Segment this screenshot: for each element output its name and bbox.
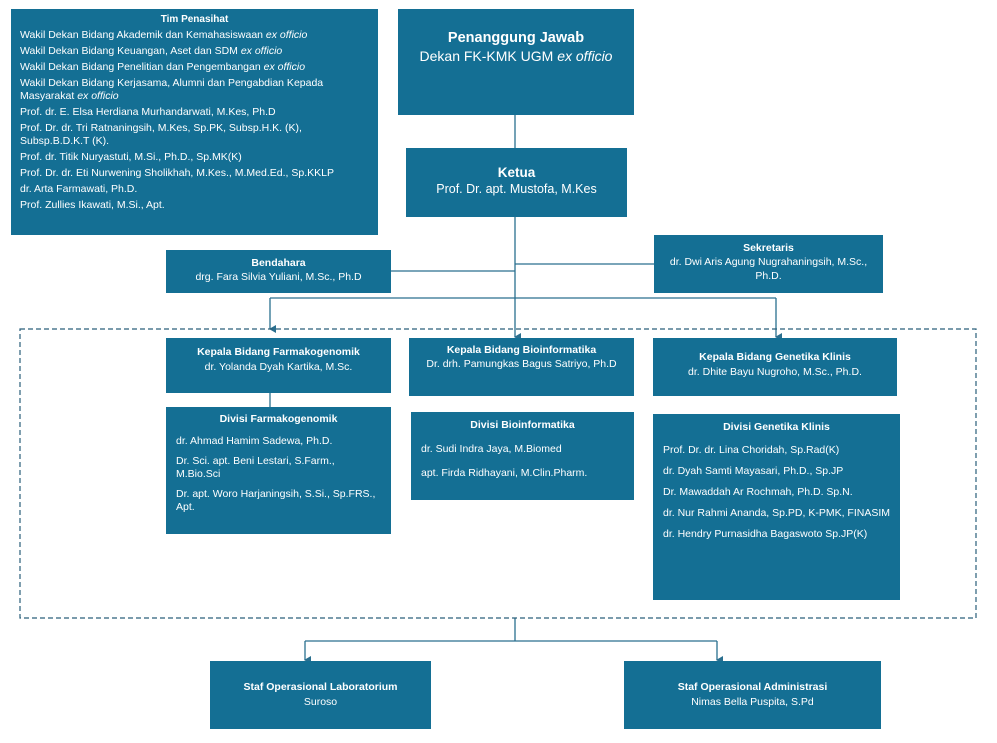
secretary-box: Sekretaris dr. Dwi Aris Agung Nugrahanin… — [654, 235, 883, 293]
responsible-title: Penanggung Jawab — [447, 30, 585, 46]
advisor-item: Prof. Zullies Ikawati, M.Si., Apt. — [20, 199, 165, 211]
head-bioinformatika-name: Dr. drh. Pamungkas Bagus Satriyo, Ph.D — [426, 358, 617, 370]
division-bioinformatika-box: Divisi Bioinformatika dr. Sudi Indra Jay… — [411, 412, 634, 500]
chair-box: Ketua Prof. Dr. apt. Mustofa, M.Kes — [406, 148, 627, 217]
division-genetika-members: Prof. Dr. dr. Lina Choridah, Sp.Rad(K) dr… — [663, 444, 890, 541]
advisor-item: Wakil Dekan Bidang Penelitian dan Pengem… — [20, 61, 306, 73]
division-genetika-box: Divisi Genetika Klinis Prof. Dr. dr. Lin… — [653, 414, 900, 600]
division-bioinformatika-members: dr. Sudi Indra Jaya, M.Biomed apt. Firda … — [421, 443, 624, 480]
treasurer-name: drg. Fara Silvia Yuliani, M.Sc., Ph.D — [195, 271, 362, 283]
advisor-item: Prof. Dr. dr. Tri Ratnaningsih, M.Kes, S… — [20, 122, 302, 147]
advisor-item: Prof. dr. E. Elsa Herdiana Murhandarwati… — [20, 106, 276, 118]
division-member: Dr. Mawaddah Ar Rochmah, Ph.D. Sp.N. — [663, 486, 853, 498]
advisor-item: Prof. Dr. dr. Eti Nurwening Sholikhah, M… — [20, 167, 334, 179]
staff-admin-title: Staf Operasional Administrasi — [677, 681, 828, 693]
division-member: Dr. apt. Woro Harjaningsih, S.Si., Sp.FR… — [176, 488, 376, 513]
advisors-title: Tim Penasihat — [160, 14, 229, 25]
advisor-item: Wakil Dekan Bidang Akademik dan Kemahasi… — [20, 29, 308, 41]
advisor-item: Prof. dr. Titik Nuryastuti, M.Si., Ph.D.… — [20, 151, 242, 163]
division-farmakogenomik-members: dr. Ahmad Hamim Sadewa, Ph.D. Dr. Sci. ap… — [176, 435, 381, 514]
chair-name: Prof. Dr. apt. Mustofa, M.Kes — [436, 182, 597, 196]
division-member: dr. Sudi Indra Jaya, M.Biomed — [421, 443, 562, 455]
division-genetika-title: Divisi Genetika Klinis — [723, 421, 830, 433]
division-member: dr. Hendry Purnasidha Bagaswoto Sp.JP(K) — [663, 528, 868, 540]
head-bioinformatika-box: Kepala Bidang Bioinformatika Dr. drh. Pa… — [409, 338, 634, 396]
division-member: Prof. Dr. dr. Lina Choridah, Sp.Rad(K) — [663, 444, 840, 456]
division-farmakogenomik-box: Divisi Farmakogenomik dr. Ahmad Hamim Sa… — [166, 407, 391, 534]
staff-lab-box: Staf Operasional Laboratorium Suroso — [210, 661, 431, 729]
head-farmakogenomik-title: Kepala Bidang Farmakogenomik — [197, 346, 360, 358]
head-genetika-name: dr. Dhite Bayu Nugroho, M.Sc., Ph.D. — [688, 366, 862, 378]
head-genetika-box: Kepala Bidang Genetika Klinis dr. Dhite … — [653, 338, 897, 396]
advisors-box: Tim Penasihat Wakil Dekan Bidang Akademi… — [11, 9, 378, 235]
responsible-line: Dekan FK-KMK UGM ex officio — [419, 48, 613, 64]
secretary-title: Sekretaris — [743, 242, 794, 254]
division-member: Dr. Sci. apt. Beni Lestari, S.Farm., M.B… — [176, 455, 335, 480]
advisors-list: Wakil Dekan Bidang Akademik dan Kemahasi… — [20, 29, 369, 212]
advisor-item: Wakil Dekan Bidang Keuangan, Aset dan SD… — [20, 45, 283, 57]
head-genetika-title: Kepala Bidang Genetika Klinis — [699, 351, 851, 363]
treasurer-title: Bendahara — [251, 257, 306, 269]
staff-lab-name: Suroso — [303, 696, 338, 708]
responsible-box: Penanggung Jawab Dekan FK-KMK UGM ex off… — [398, 9, 634, 115]
treasurer-box: Bendahara drg. Fara Silvia Yuliani, M.Sc… — [166, 250, 391, 293]
division-member: dr. Ahmad Hamim Sadewa, Ph.D. — [176, 435, 333, 447]
head-farmakogenomik-name: dr. Yolanda Dyah Kartika, M.Sc. — [204, 361, 353, 373]
chair-title: Ketua — [497, 165, 536, 180]
head-bioinformatika-title: Kepala Bidang Bioinformatika — [446, 344, 597, 356]
staff-admin-name: Nimas Bella Puspita, S.Pd — [691, 696, 814, 708]
advisor-item: dr. Arta Farmawati, Ph.D. — [20, 183, 138, 195]
division-farmakogenomik-title: Divisi Farmakogenomik — [219, 413, 338, 425]
division-member: dr. Nur Rahmi Ananda, Sp.PD, K-PMK, FINA… — [663, 507, 890, 519]
head-farmakogenomik-box: Kepala Bidang Farmakogenomik dr. Yolanda… — [166, 338, 391, 393]
division-member: apt. Firda Ridhayani, M.Clin.Pharm. — [421, 467, 588, 479]
advisor-item: Wakil Dekan Bidang Kerjasama, Alumni dan… — [20, 77, 324, 102]
secretary-name: dr. Dwi Aris Agung Nugrahaningsih, M.Sc.… — [669, 256, 868, 282]
division-member: dr. Dyah Samti Mayasari, Ph.D., Sp.JP — [663, 465, 844, 477]
division-bioinformatika-title: Divisi Bioinformatika — [470, 419, 575, 431]
staff-lab-title: Staf Operasional Laboratorium — [243, 681, 398, 693]
dashed-group-frame — [19, 328, 977, 619]
staff-admin-box: Staf Operasional Administrasi Nimas Bell… — [624, 661, 881, 729]
